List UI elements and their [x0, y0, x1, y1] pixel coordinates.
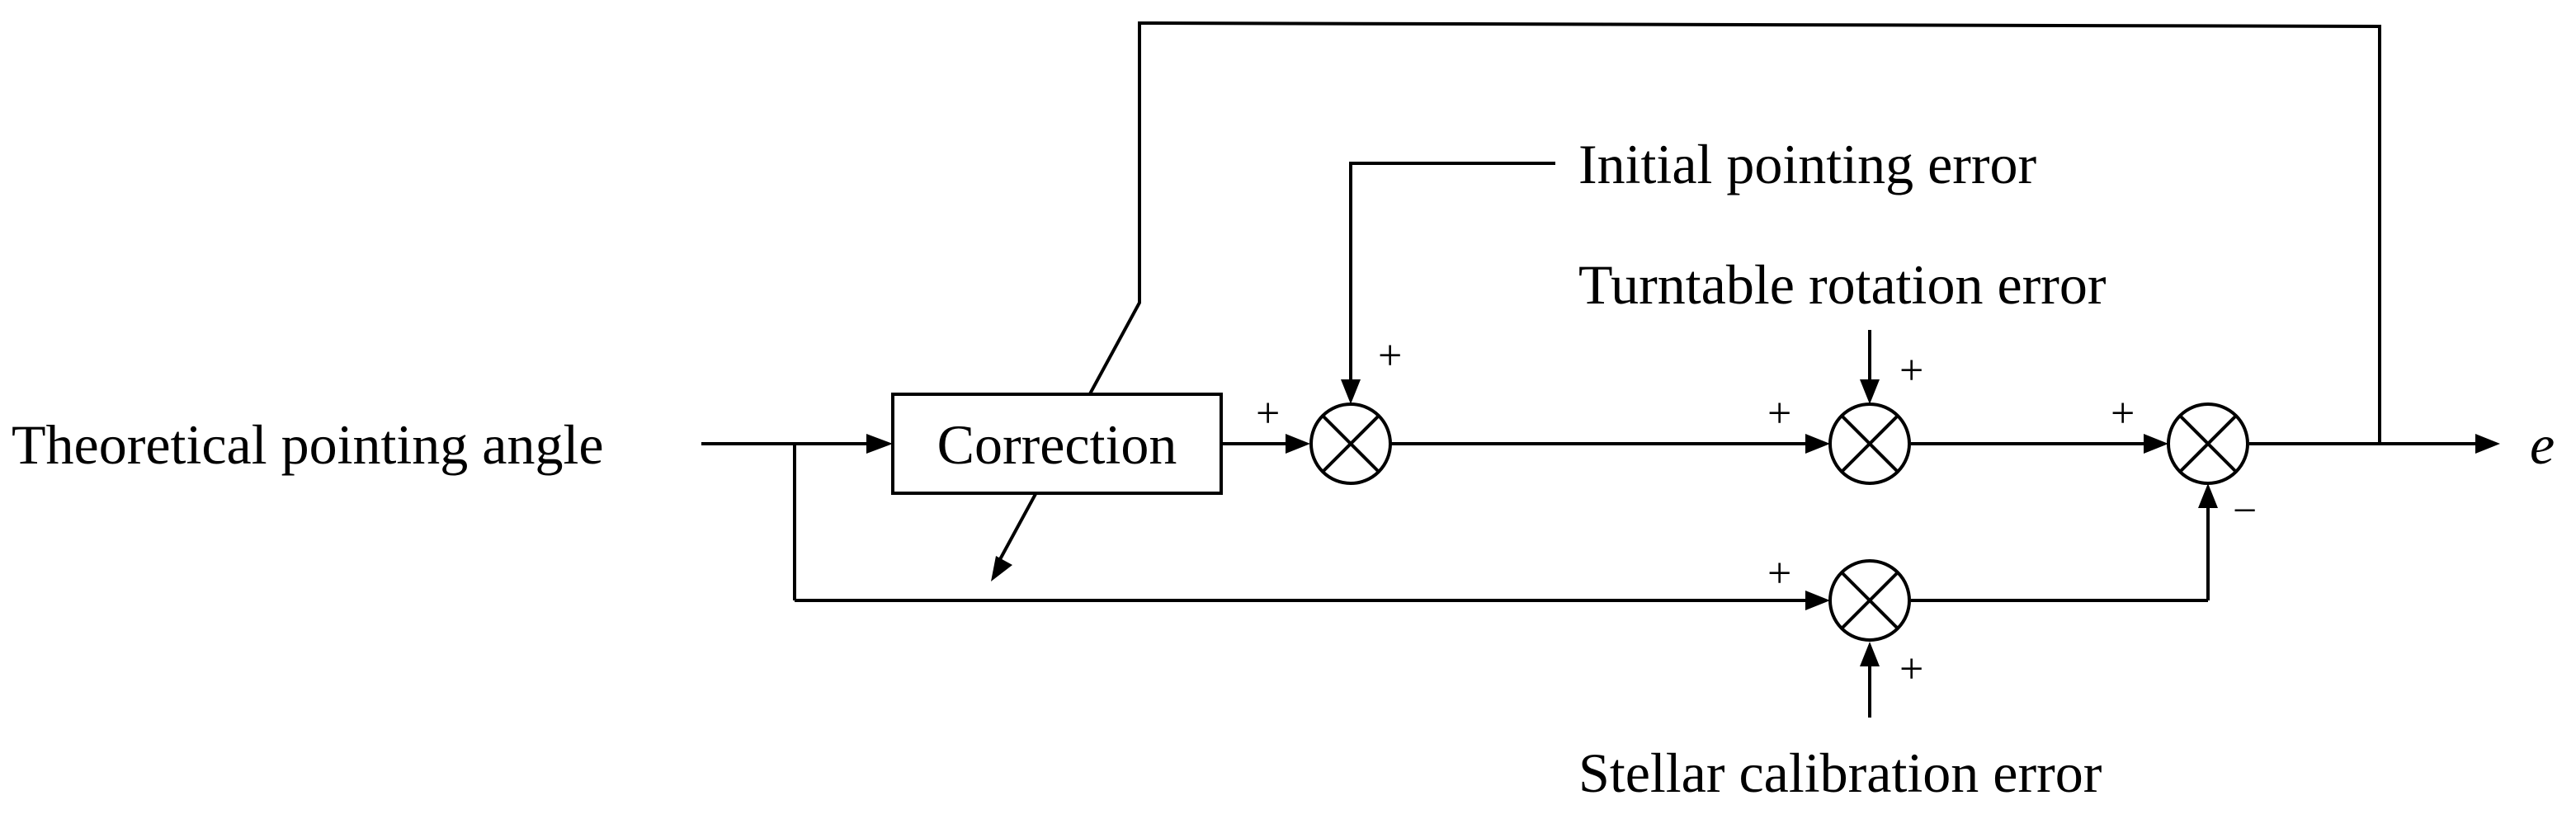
arrowhead-to-correction [866, 434, 893, 454]
initial-error-label: Initial pointing error [1578, 133, 2037, 195]
arrowhead-stellar-error [1860, 642, 1880, 666]
wire-initial-error [1349, 162, 1555, 379]
sign-sj4-bottom: + [1899, 646, 1923, 693]
arrowhead-turntable-error [1860, 379, 1880, 404]
arrowhead-initial-error [1341, 379, 1361, 404]
arrowhead-sum4-to-sum3 [2198, 483, 2218, 508]
arrowhead-to-sum-1 [1286, 434, 1310, 454]
summing-junction-2 [1828, 402, 1911, 485]
arrowhead-output [2475, 434, 2500, 454]
correction-label: Correction [937, 413, 1177, 476]
input-label: Theoretical pointing angle [12, 413, 604, 476]
summing-junction-4 [1828, 559, 1911, 642]
sign-sj4-left: + [1767, 550, 1791, 597]
turntable-error-label: Turntable rotation error [1578, 253, 2107, 316]
arrowhead-to-sum-3 [2144, 434, 2168, 454]
summing-junction-1 [1309, 402, 1392, 485]
sign-sj1-top: + [1378, 332, 1402, 379]
sign-sj2-left: + [1767, 390, 1791, 437]
sign-sj2-top: + [1899, 347, 1923, 394]
sign-sj1-left: + [1256, 390, 1280, 437]
arrowhead-to-sum-2 [1805, 434, 1830, 454]
output-e-label: e [2530, 413, 2555, 476]
sign-sj3-bottom: − [2233, 487, 2257, 534]
correction-block [891, 393, 1223, 495]
stellar-error-label: Stellar calibration error [1578, 741, 2102, 804]
arrowhead-to-sum-4 [1805, 591, 1830, 610]
summing-junction-3 [2167, 402, 2249, 485]
sign-sj3-left: + [2111, 390, 2135, 437]
wire-feedback [998, 21, 2381, 562]
arrowhead-feedback [991, 556, 1012, 581]
